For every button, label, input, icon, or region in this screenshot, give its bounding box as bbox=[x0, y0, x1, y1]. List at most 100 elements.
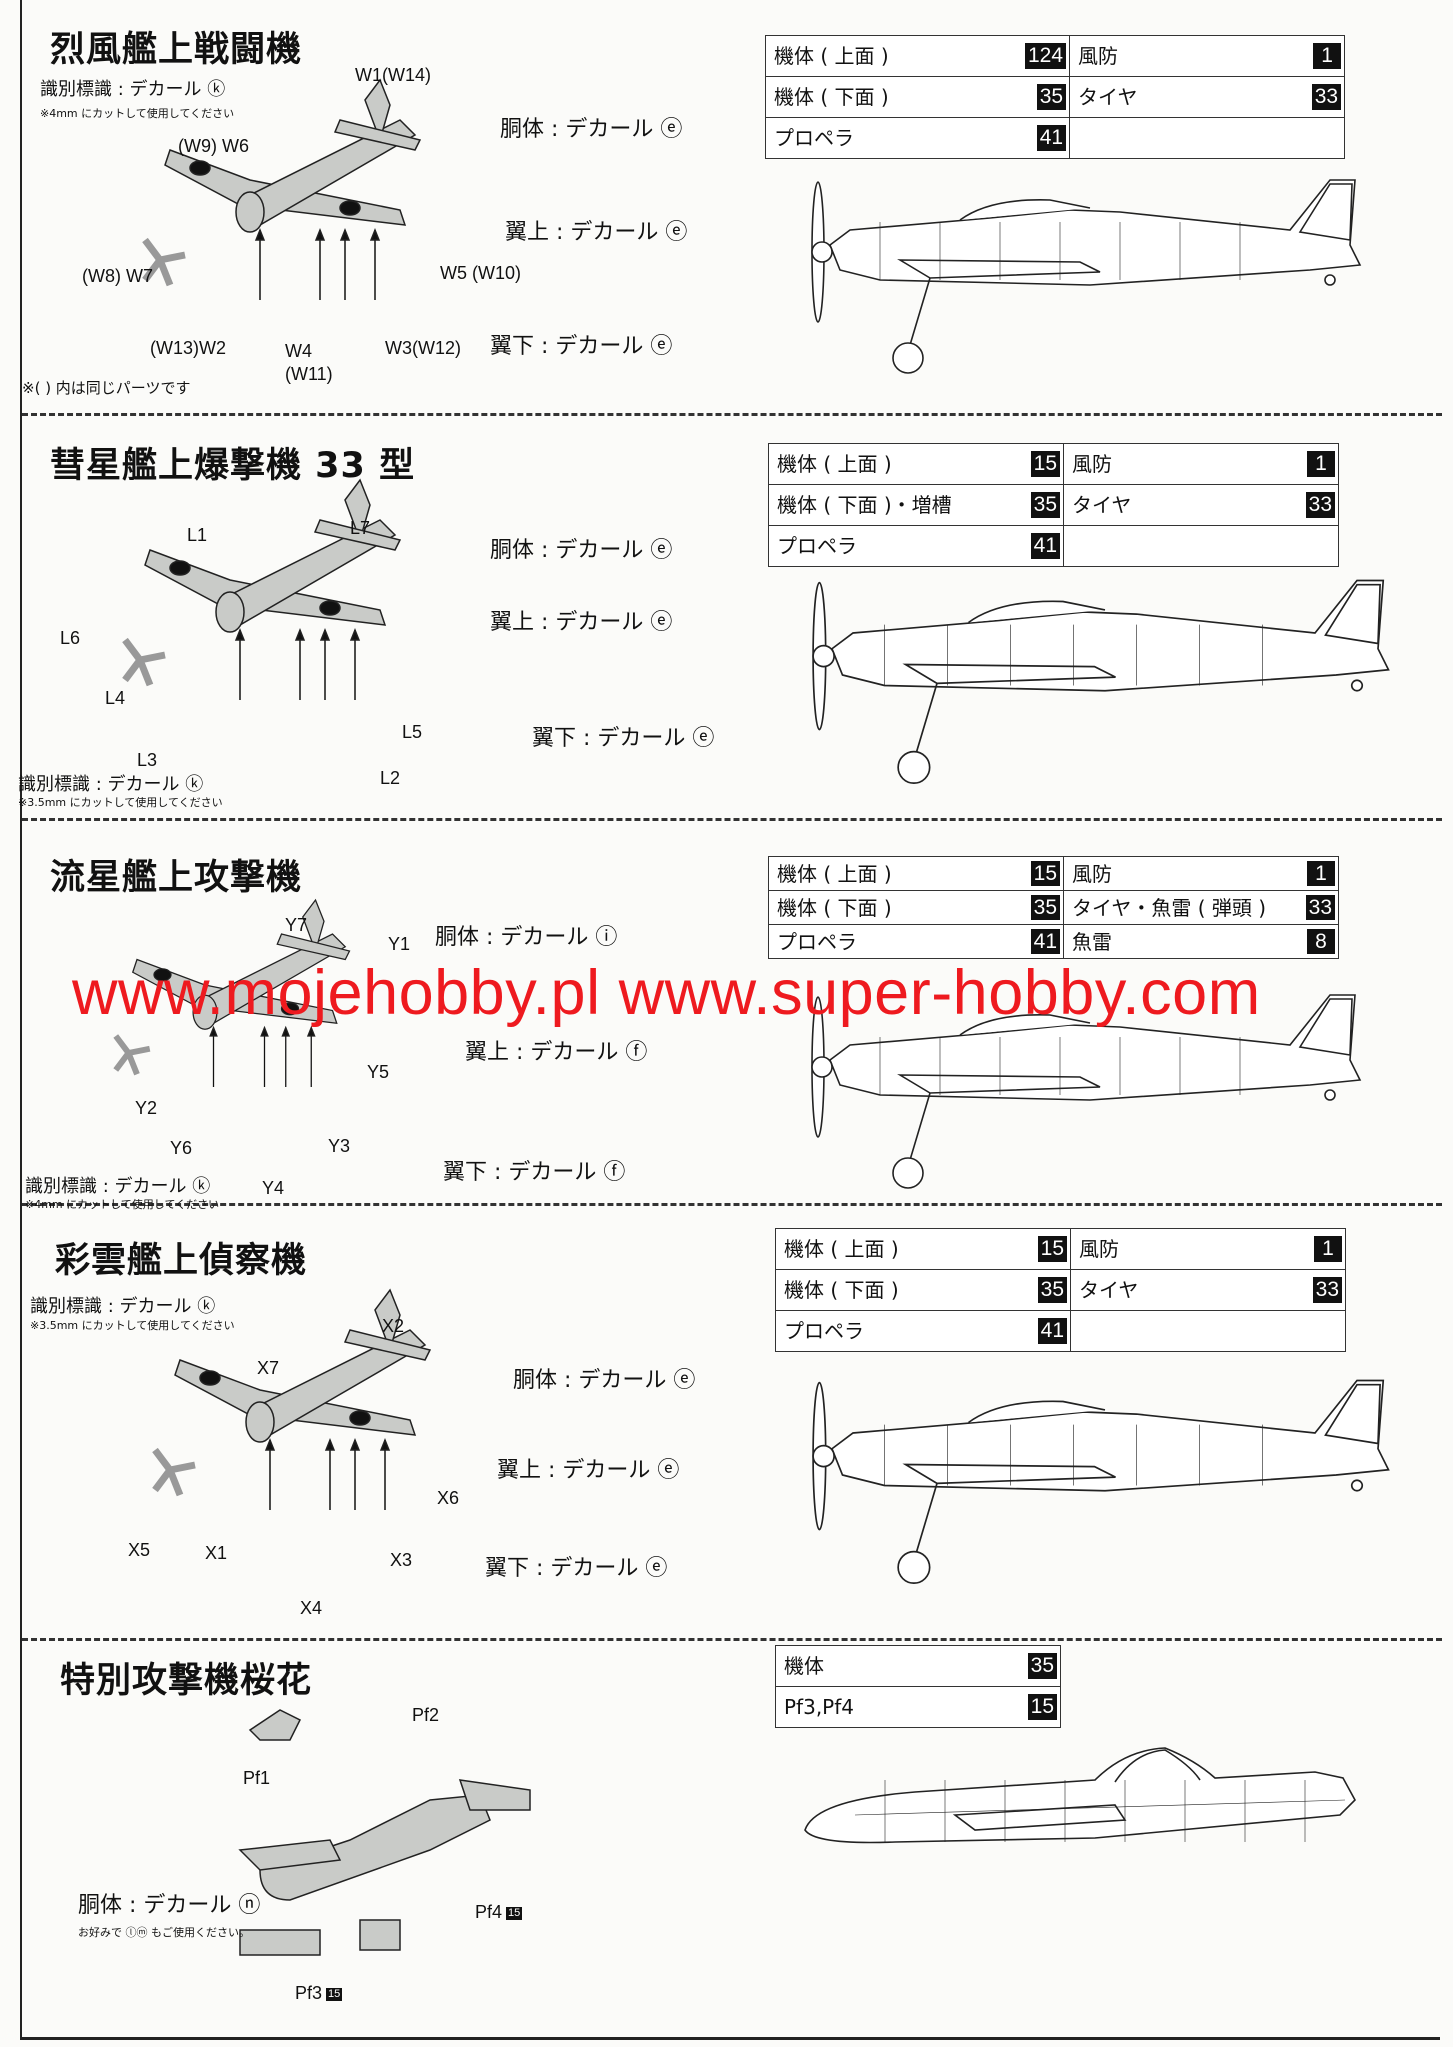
part-number: L4 bbox=[105, 688, 126, 708]
tail-wheel bbox=[1350, 1479, 1364, 1492]
paint-part-name: 機体 ( 下面 ) bbox=[775, 1269, 1032, 1311]
decal-callout-fuselage: 胴体 : デカール ⓘ bbox=[435, 925, 618, 950]
paint-part-name: タイヤ bbox=[1063, 484, 1300, 526]
part-number: X5 bbox=[128, 1540, 151, 1560]
canopy bbox=[968, 600, 1106, 624]
canopy bbox=[959, 199, 1091, 221]
wheel bbox=[897, 750, 931, 784]
paint-code-cell: 33 bbox=[1306, 76, 1346, 118]
cowling bbox=[192, 994, 218, 1030]
landing-gear-strut bbox=[909, 1092, 931, 1161]
part-label: X4 bbox=[300, 1598, 322, 1619]
part-label: L1 bbox=[187, 525, 207, 546]
paint-part-name bbox=[1069, 117, 1307, 159]
arrowhead bbox=[281, 1025, 291, 1037]
hinomaru-marking bbox=[319, 600, 341, 616]
assembly-diagram bbox=[238, 1709, 531, 1956]
paint-code-badge: 41 bbox=[1037, 1318, 1067, 1344]
section-divider bbox=[22, 1638, 1442, 1641]
arrowhead bbox=[264, 1437, 276, 1451]
paint-part-name: プロペラ bbox=[775, 1310, 1032, 1352]
paint-part-name: 魚雷 bbox=[1063, 924, 1300, 959]
paint-code-cell: 35 bbox=[1022, 1645, 1061, 1687]
paint-code-cell bbox=[1300, 525, 1339, 567]
part-number: X3 bbox=[390, 1550, 413, 1570]
part-number: L7 bbox=[350, 518, 371, 538]
arrowhead bbox=[314, 227, 326, 241]
arrowhead bbox=[349, 1437, 361, 1451]
assembly-diagram bbox=[122, 478, 402, 700]
fuselage-outline bbox=[829, 994, 1362, 1101]
part-number: W3(W12) bbox=[385, 338, 461, 358]
paint-code-badge: 15 bbox=[506, 1906, 523, 1920]
decal-note: ※4mm にカットして使用してください bbox=[40, 107, 235, 120]
paint-part-name: 風防 bbox=[1069, 35, 1307, 77]
paint-code-cell: 41 bbox=[1022, 117, 1071, 159]
fuselage-outline bbox=[830, 1379, 1390, 1492]
paint-part-name: 機体 ( 上面 ) bbox=[765, 35, 1022, 77]
paint-code-badge: 33 bbox=[1305, 894, 1335, 921]
paint-code-badge: 35 bbox=[1036, 84, 1067, 110]
part-number: W1(W14) bbox=[355, 65, 431, 85]
decal-callout-fuselage: 胴体 : デカール ⓔ bbox=[490, 538, 673, 563]
fuselage-part bbox=[259, 1794, 491, 1901]
paint-code-cell: 15 bbox=[1025, 856, 1064, 891]
part-label: Y2 bbox=[135, 1098, 157, 1119]
paint-part-name: 風防 bbox=[1063, 856, 1300, 891]
identification-decal-label: 識別標識 : デカール ⓚ bbox=[25, 1176, 211, 1197]
cowling bbox=[215, 591, 245, 633]
identification-decal-label: 識別標識 : デカール ⓚ bbox=[30, 1296, 216, 1317]
decal-note: ※3.5mm にカットして使用してください bbox=[30, 1319, 235, 1332]
stabilizer-part bbox=[333, 119, 422, 151]
part-number: Y4 bbox=[262, 1178, 285, 1198]
section-title: 特別攻撃機桜花 bbox=[60, 1661, 313, 1701]
propeller-part bbox=[152, 1447, 196, 1497]
aircraft-side-view bbox=[811, 179, 1362, 374]
paint-code-badge: 8 bbox=[1307, 928, 1335, 955]
propeller-part bbox=[122, 637, 166, 687]
decal-note: お好みで ⓛⓜ もご使用ください。 bbox=[78, 1926, 250, 1939]
part-number: Pf3 bbox=[295, 1983, 323, 2003]
part-number: Y3 bbox=[328, 1136, 351, 1156]
paint-code-badge: 15 bbox=[1037, 1236, 1067, 1262]
part-number: Y5 bbox=[367, 1062, 390, 1082]
footnote: ※( ) 内は同じパーツです bbox=[22, 379, 191, 397]
watermark: www.mojehobby.pl www.super-hobby.com bbox=[72, 958, 1261, 1028]
paint-code-badge: 41 bbox=[1036, 125, 1067, 151]
tail-fin bbox=[1324, 583, 1381, 645]
arrowhead bbox=[306, 1025, 316, 1037]
canopy bbox=[1114, 1749, 1201, 1783]
tail-fin bbox=[1324, 1383, 1381, 1445]
paint-code-cell bbox=[1306, 117, 1346, 159]
canopy bbox=[968, 1400, 1106, 1424]
paint-part-name: 機体 bbox=[775, 1645, 1022, 1687]
paint-code-badge: 15 bbox=[326, 1987, 343, 2001]
paint-part-name: 機体 ( 上面 ) bbox=[768, 443, 1025, 485]
part-label: (W8) W7 bbox=[82, 266, 153, 287]
paint-code-badge: 1 bbox=[1313, 43, 1342, 69]
part-number: L1 bbox=[187, 525, 208, 545]
tail-fin-part bbox=[344, 478, 371, 543]
part-label: L3 bbox=[137, 750, 157, 771]
paint-part-name: タイヤ bbox=[1070, 1269, 1307, 1311]
paint-code-badge: 41 bbox=[1030, 928, 1060, 955]
landing-gear-strut bbox=[915, 683, 938, 754]
part-number: W4 bbox=[285, 341, 312, 361]
part-number: X1 bbox=[205, 1543, 228, 1563]
part-number: Pf1 bbox=[243, 1768, 271, 1788]
part-label: W1(W14) bbox=[355, 65, 431, 86]
paint-part-name: タイヤ bbox=[1069, 76, 1307, 118]
spinner bbox=[812, 644, 835, 668]
part-label: (W13)W2 bbox=[150, 338, 226, 359]
paint-code-badge: 35 bbox=[1027, 1653, 1057, 1679]
arrowhead bbox=[209, 1025, 218, 1037]
tail-wheel bbox=[1324, 1089, 1336, 1101]
part-number: L2 bbox=[380, 768, 401, 788]
decal-callout-wing-bottom: 翼下 : デカール ⓔ bbox=[532, 726, 715, 751]
wing-part bbox=[238, 1839, 342, 1871]
